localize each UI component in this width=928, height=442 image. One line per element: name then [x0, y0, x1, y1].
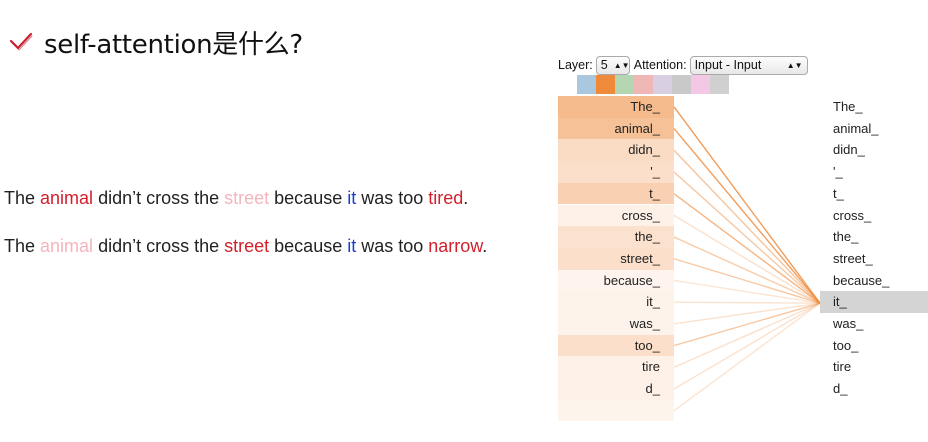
- attention-head-swatch[interactable]: [653, 75, 672, 94]
- attention-line: [673, 149, 821, 304]
- attention-head-swatch[interactable]: [596, 75, 615, 94]
- title-text: self-attention是什么?: [44, 29, 303, 60]
- query-token[interactable]: '_: [833, 164, 843, 180]
- attention-head-swatch[interactable]: [615, 75, 634, 94]
- query-token[interactable]: cross_: [833, 207, 872, 223]
- query-token[interactable]: didn_: [833, 142, 865, 158]
- sentence-word: street: [224, 236, 270, 256]
- query-token[interactable]: the_: [833, 229, 859, 245]
- attention-head-swatch[interactable]: [577, 75, 596, 94]
- key-token[interactable]: too_: [558, 334, 674, 357]
- example-sentence-1: The animal didn’t cross the street becau…: [4, 188, 468, 209]
- sentence-word: The: [4, 236, 41, 256]
- key-token[interactable]: didn_: [558, 139, 674, 162]
- attention-line: [673, 171, 821, 304]
- query-token[interactable]: street_: [833, 250, 873, 266]
- query-token[interactable]: d_: [833, 381, 848, 397]
- query-token[interactable]: was_: [833, 316, 864, 331]
- key-token[interactable]: t_: [558, 182, 674, 205]
- key-token[interactable]: it_: [558, 291, 674, 313]
- sentence-word: tired: [428, 188, 464, 208]
- sentence-word: didn’t cross the: [93, 236, 225, 256]
- attention-head-swatch[interactable]: [634, 75, 653, 94]
- attention-line: [673, 236, 821, 304]
- key-token[interactable]: tire: [558, 356, 674, 379]
- sentence-word: didn’t cross the: [93, 188, 225, 208]
- key-token[interactable]: d_: [558, 378, 674, 400]
- attention-line: [673, 258, 821, 304]
- key-token[interactable]: street_: [558, 247, 674, 270]
- example-sentence-2: The animal didn’t cross the street becau…: [4, 236, 487, 257]
- attention-value: Input - Input: [694, 58, 762, 72]
- sentence-word: street: [224, 188, 270, 208]
- key-token[interactable]: cross_: [558, 204, 674, 227]
- sentence-word: animal: [40, 236, 94, 256]
- sentence-word: it: [347, 236, 357, 256]
- query-token[interactable]: too_: [833, 337, 859, 353]
- attention-line: [673, 214, 821, 304]
- sentence-word: narrow: [428, 236, 483, 256]
- attention-line: [673, 106, 821, 304]
- sentence-word: because: [269, 188, 348, 208]
- key-token[interactable]: animal_: [558, 117, 674, 140]
- attention-line: [673, 302, 821, 368]
- attention-head-swatches: [577, 75, 729, 94]
- key-token[interactable]: because_: [558, 269, 674, 292]
- query-token[interactable]: The_: [833, 99, 863, 114]
- sentence-word: was too: [356, 236, 429, 256]
- select-arrows-icon: ▲▼: [786, 60, 803, 70]
- sentence-word: .: [463, 188, 469, 208]
- attention-head-swatch[interactable]: [710, 75, 729, 94]
- select-arrows-icon: ▲▼: [613, 60, 630, 70]
- attention-line: [673, 279, 821, 304]
- sentence-word: animal: [40, 188, 94, 208]
- visualization-controls: Layer: 5 ▲▼ Attention: Input - Input ▲▼: [558, 55, 812, 75]
- attention-line: [673, 302, 821, 347]
- checkmark-icon: [9, 32, 33, 51]
- attention-line: [673, 302, 821, 325]
- key-token[interactable]: was_: [558, 313, 674, 335]
- sentence-word: was too: [356, 188, 429, 208]
- query-token[interactable]: because_: [833, 272, 890, 288]
- sentence-word: because: [269, 236, 348, 256]
- key-token[interactable]: The_: [558, 96, 674, 118]
- attention-line: [673, 193, 821, 304]
- layer-label: Layer:: [558, 58, 593, 72]
- key-token[interactable]: '_: [558, 161, 674, 183]
- query-token[interactable]: tire: [833, 359, 852, 375]
- attention-select[interactable]: Input - Input ▲▼: [689, 55, 808, 75]
- attention-line: [673, 301, 821, 304]
- attention-label: Attention:: [633, 58, 687, 72]
- layer-value: 5: [600, 58, 608, 72]
- key-token[interactable]: the_: [558, 226, 674, 248]
- attention-line: [673, 128, 821, 304]
- query-token[interactable]: animal_: [833, 120, 879, 136]
- sentence-word: .: [482, 236, 488, 256]
- attention-line: [673, 302, 821, 390]
- query-token[interactable]: it_: [833, 294, 847, 310]
- key-token[interactable]: [558, 399, 674, 422]
- attention-head-swatch[interactable]: [691, 75, 710, 94]
- query-token[interactable]: t_: [833, 185, 844, 201]
- attention-line: [673, 302, 821, 412]
- layer-select[interactable]: 5 ▲▼: [595, 55, 630, 75]
- slide-title: self-attention是什么?: [8, 24, 303, 60]
- sentence-word: The: [4, 188, 41, 208]
- sentence-word: it: [347, 188, 357, 208]
- attention-head-swatch[interactable]: [672, 75, 691, 94]
- query-token-highlight: [820, 291, 928, 313]
